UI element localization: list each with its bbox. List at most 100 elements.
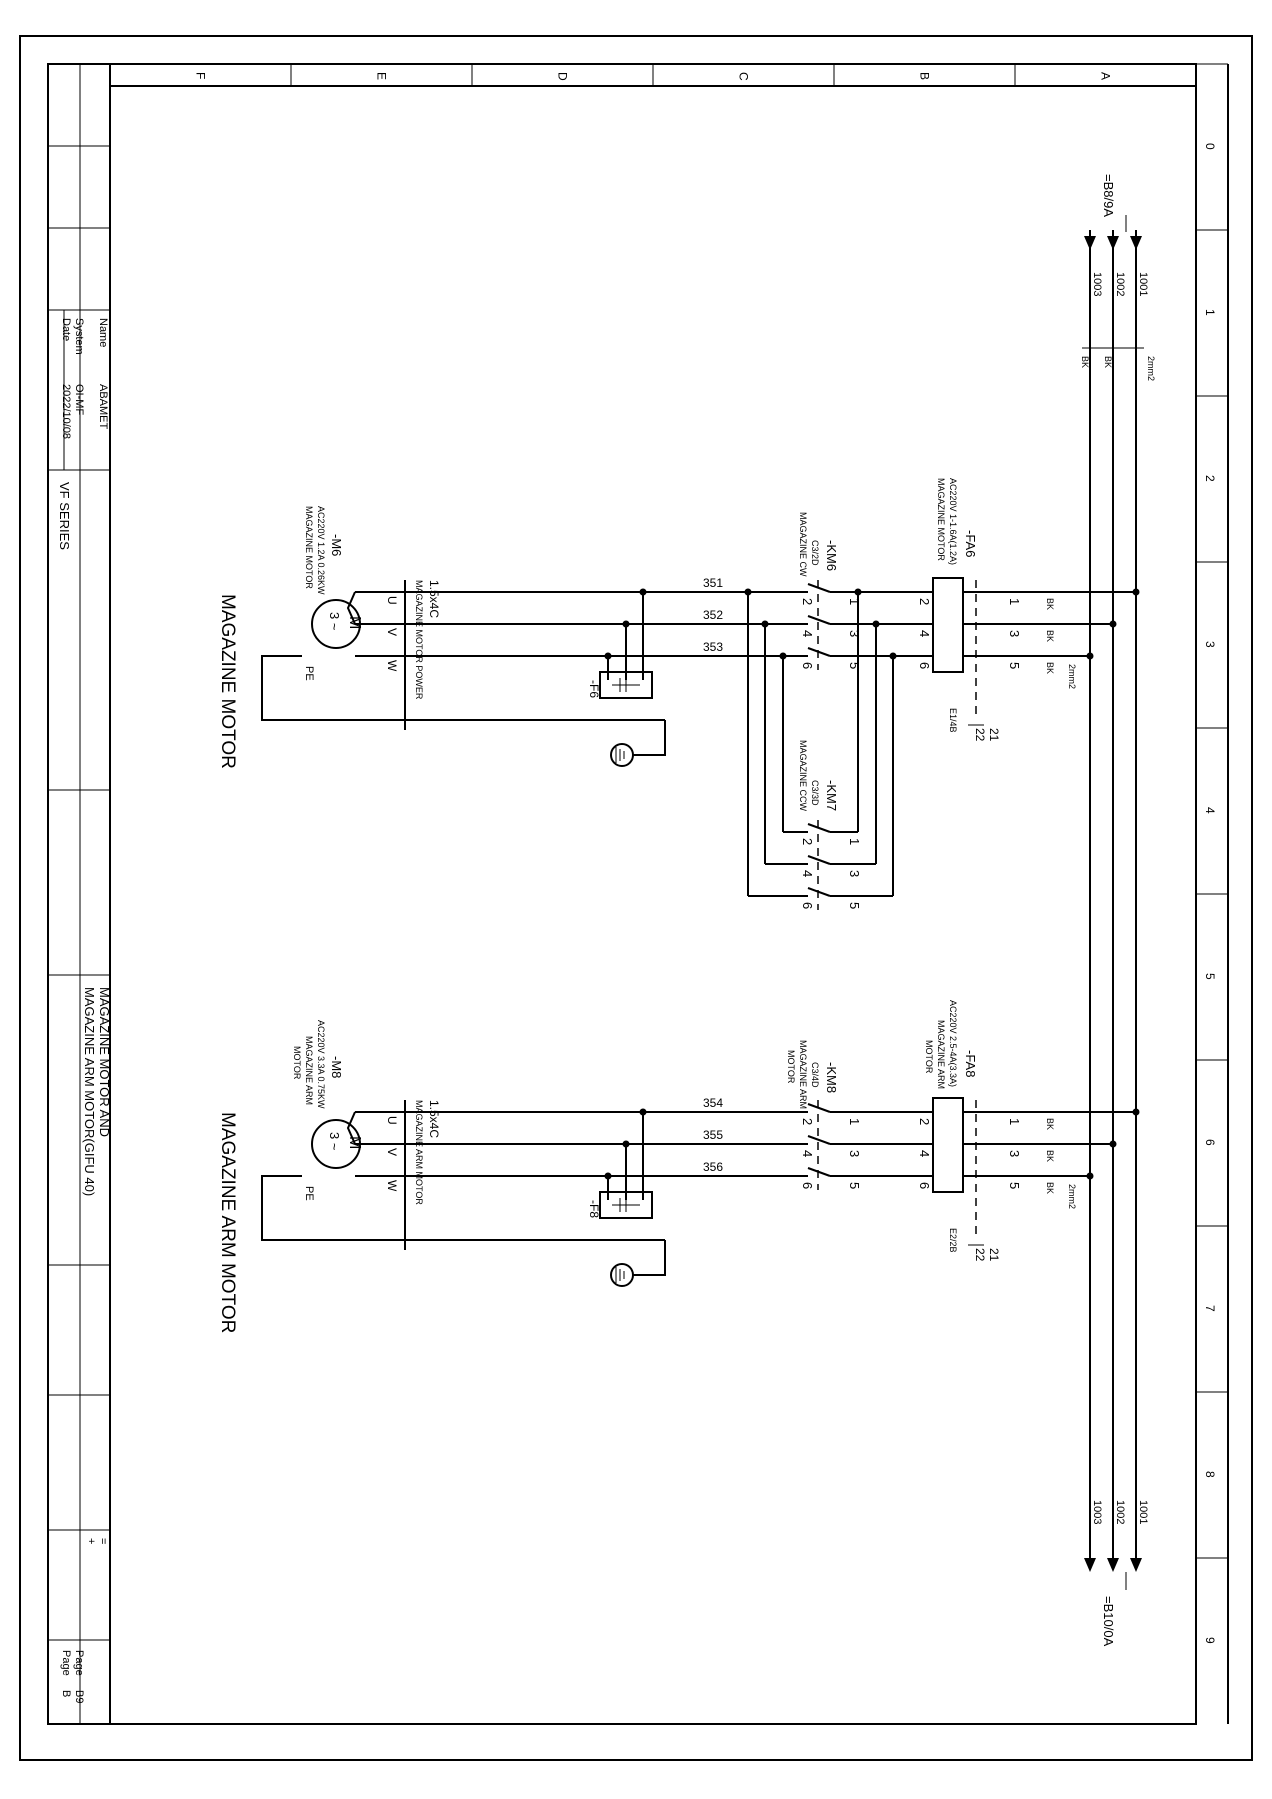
series-label: VF SERIES <box>57 482 72 550</box>
m8-pin-w: W <box>385 1180 399 1192</box>
km8-load-2: 2 <box>800 1118 815 1125</box>
f6-surge-suppressor <box>599 671 653 699</box>
wire-354: 354 <box>703 1096 723 1110</box>
fa6-rating: AC220V 1-1.6A(1.2A) <box>948 478 958 565</box>
km6-load-4: 4 <box>800 630 815 637</box>
fa8-desc-2: MOTOR <box>924 1040 934 1074</box>
row-label-3: 3 <box>1203 641 1217 648</box>
m8-rating: AC220V 3.3A 0.75KW <box>316 1020 326 1109</box>
fa6-wire-color-2: BK <box>1045 630 1055 642</box>
eq-mark: = <box>97 1538 109 1544</box>
row-label-5: 5 <box>1203 973 1217 980</box>
bus-color-1: BK <box>1103 356 1113 368</box>
section-title-magazine-arm-motor: MAGAZINE ARM MOTOR <box>217 1112 238 1333</box>
fa8-wire-color-1: BK <box>1045 1118 1055 1130</box>
section-title-magazine-motor: MAGAZINE MOTOR <box>217 594 238 769</box>
fa8-wire-color-2: BK <box>1045 1150 1055 1162</box>
row-label-8: 8 <box>1203 1471 1217 1478</box>
drawing-title-line-2: MAGAZINE ARM MOTOR(GIFU 40) <box>82 987 97 1196</box>
ground-icon-2 <box>610 1263 634 1287</box>
fa6-load-2: 2 <box>917 598 932 605</box>
km8-load-4: 4 <box>800 1150 815 1157</box>
fa6-aux-22: 22 <box>973 728 987 742</box>
magazine-arm-motor-circuit: BK BK BK 2mm2 1 3 5 2 4 6 21 22 E2/2B -F… <box>217 1000 1140 1333</box>
page-value-1: B9 <box>73 1690 85 1703</box>
date-value: 2022/10/08 <box>60 384 72 439</box>
km7-line-5: 5 <box>847 902 862 909</box>
km7-line-1: 1 <box>847 838 862 845</box>
km7-desc: MAGAZINE CCW <box>798 740 808 812</box>
row-label-0: 0 <box>1203 143 1217 150</box>
fa8-tag: -FA8 <box>963 1050 978 1077</box>
fa8-aux-ref: E2/2B <box>948 1228 958 1253</box>
name-label: Name <box>97 318 109 347</box>
m6-rating: AC220V 1.2A 0.26KW <box>316 506 326 595</box>
bus-wire-1003-end: 1003 <box>1091 1500 1103 1524</box>
m6-symbol: M <box>346 616 363 629</box>
km6-desc: MAGAZINE CW <box>798 512 808 577</box>
km8-line-3: 3 <box>847 1150 862 1157</box>
m8-cable-size: 1.5x4C <box>427 1100 441 1138</box>
name-value: ABAMET <box>97 384 109 430</box>
page-label-2: Page <box>60 1650 72 1676</box>
f8-surge-suppressor <box>599 1191 653 1219</box>
km8-ref: C3/4D <box>810 1062 820 1088</box>
fa6-wire-size: 2mm2 <box>1067 664 1077 689</box>
bus-color-2: BK <box>1080 356 1090 368</box>
column-label-c: C <box>737 72 751 81</box>
fa8-breaker <box>932 1097 964 1193</box>
wire-352: 352 <box>703 608 723 622</box>
km7-ref: C3/3D <box>810 780 820 806</box>
fa8-aux-21: 21 <box>987 1248 1001 1262</box>
m6-tag: -M6 <box>329 534 344 556</box>
fa8-line-5: 5 <box>1007 1182 1022 1189</box>
km8-line-5: 5 <box>847 1182 862 1189</box>
km7-line-3: 3 <box>847 870 862 877</box>
m8-desc-2: MOTOR <box>292 1046 302 1080</box>
fa8-wire-size: 2mm2 <box>1067 1184 1077 1209</box>
m6-pin-v: V <box>385 628 399 636</box>
row-label-2: 2 <box>1203 475 1217 482</box>
date-label: Date <box>60 318 72 341</box>
km6-tag: -KM6 <box>824 540 839 571</box>
bus-wire-1003: 1003 <box>1091 272 1103 296</box>
m8-phase: 3 ~ <box>327 1132 342 1151</box>
fa8-load-4: 4 <box>917 1150 932 1157</box>
magazine-motor-circuit: BK BK BK 2mm2 1 3 5 2 4 6 21 22 E1/4B -F… <box>217 478 1140 910</box>
km6-load-6: 6 <box>800 662 815 669</box>
fa6-wire-color-1: BK <box>1045 598 1055 610</box>
bus-wire-1001: 1001 <box>1137 272 1149 296</box>
fa6-load-6: 6 <box>917 662 932 669</box>
m6-pin-w: W <box>385 660 399 672</box>
km6-load-2: 2 <box>800 598 815 605</box>
outer-border <box>19 35 1253 1761</box>
motor-m8 <box>311 1119 361 1169</box>
fa6-line-3: 3 <box>1007 630 1022 637</box>
f6-tag: -F6 <box>587 680 601 698</box>
bus-size: 2mm2 <box>1146 356 1156 381</box>
page-label-1: Page <box>73 1650 85 1676</box>
column-label-b: B <box>918 72 932 80</box>
title-block: Name ABAMET System OI-MF Date 2022/10/08… <box>48 64 112 1724</box>
km7-load-4: 4 <box>800 870 815 877</box>
m6-cable-desc: MAGAZINE MOTOR POWER <box>414 580 424 700</box>
m6-pin-u: U <box>385 596 399 605</box>
row-label-9: 9 <box>1203 1637 1217 1644</box>
f8-tag: -F8 <box>587 1200 601 1218</box>
fa6-wire-color-3: BK <box>1045 662 1055 674</box>
motor-m6 <box>311 599 361 649</box>
bus-wire-1002: 1002 <box>1114 272 1126 296</box>
fa6-load-4: 4 <box>917 630 932 637</box>
page-value-2: B <box>60 1690 72 1697</box>
m6-desc: MAGAZINE MOTOR <box>304 506 314 589</box>
km8-desc-1: MAGAZINE ARM <box>798 1040 808 1109</box>
km6-ref: C3/2D <box>810 540 820 566</box>
m8-cable-desc: MAGAZINE ARM MOTOR <box>414 1100 424 1205</box>
column-label-e: E <box>375 72 389 80</box>
fa6-aux-21: 21 <box>987 728 1001 742</box>
km8-load-6: 6 <box>800 1182 815 1189</box>
fa6-desc: MAGAZINE MOTOR <box>936 478 946 561</box>
